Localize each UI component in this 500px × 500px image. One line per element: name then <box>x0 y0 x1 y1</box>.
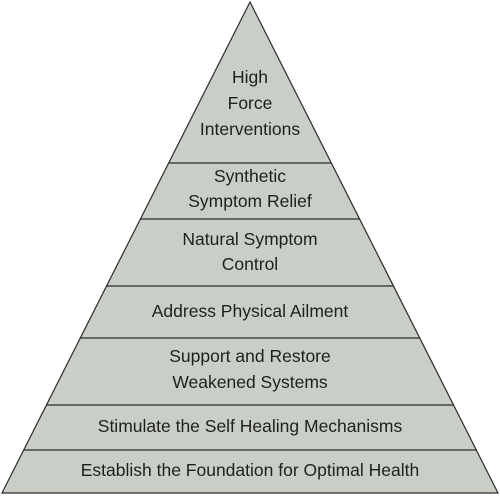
pyramid-layer-6: Stimulate the Self Healing Mechanisms <box>98 416 403 436</box>
layer-label-line: Support and Restore <box>169 346 331 366</box>
layer-label-line: Weakened Systems <box>172 372 328 392</box>
layer-label-line: Force <box>228 93 273 113</box>
layer-label-line: Synthetic <box>214 166 286 186</box>
layer-label-line: High <box>232 67 268 87</box>
layer-label-line: Control <box>222 254 278 274</box>
pyramid-layer-7: Establish the Foundation for Optimal Hea… <box>81 460 420 480</box>
layer-label-line: Symptom Relief <box>188 191 312 211</box>
layer-label-line: Stimulate the Self Healing Mechanisms <box>98 416 403 436</box>
pyramid-dividers <box>23 162 477 451</box>
layer-label-line: Establish the Foundation for Optimal Hea… <box>81 460 420 480</box>
layer-label-line: Address Physical Ailment <box>152 301 349 321</box>
pyramid-layer-4: Address Physical Ailment <box>152 301 349 321</box>
layer-label-line: Natural Symptom <box>182 229 317 249</box>
layer-label-line: Interventions <box>200 119 300 139</box>
